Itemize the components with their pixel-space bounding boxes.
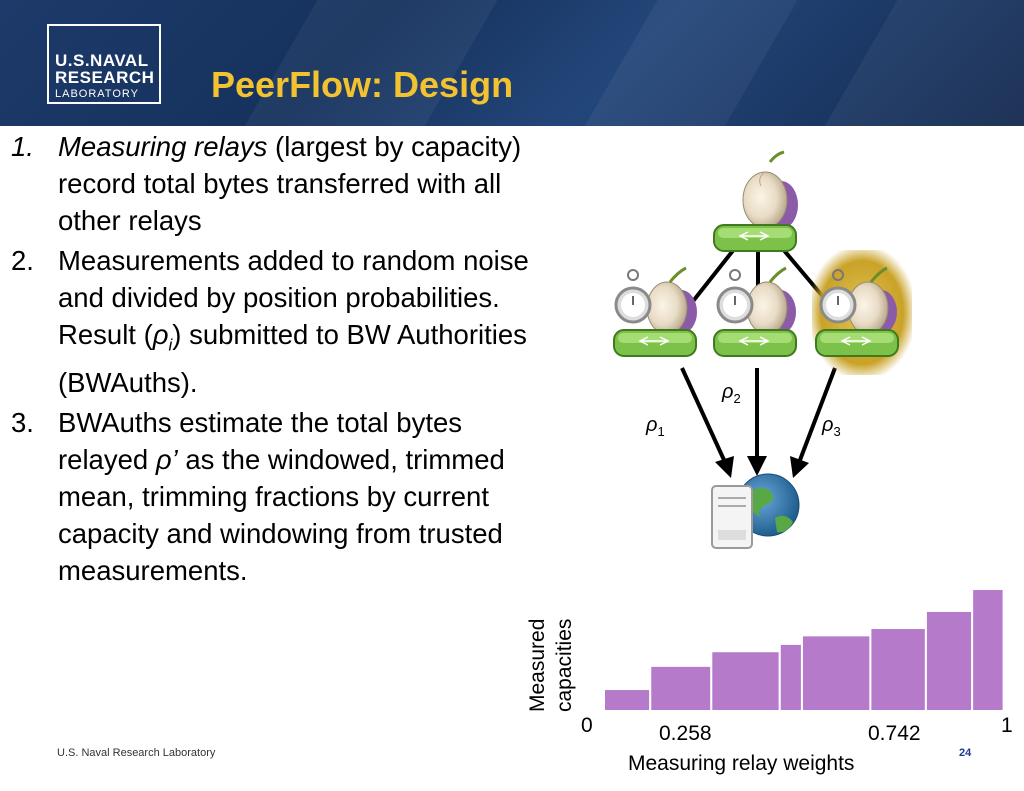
step-text: BWAuths estimate the total bytes relayed <box>58 406 463 475</box>
step-2: 2. Measurements added to random noise and… <box>0 242 545 401</box>
step-text: (largest by capacity) record total bytes… <box>58 131 522 236</box>
link-line <box>688 246 737 307</box>
step-1: 1. Measuring relays (largest by capacity)… <box>0 128 545 239</box>
chart-bar <box>778 642 803 713</box>
stopwatch-icon <box>819 269 857 324</box>
chart-bar <box>924 609 974 713</box>
chart-bar <box>971 588 1005 712</box>
step-text: Measurements added to random noise and d… <box>58 245 529 350</box>
chart-bar <box>649 664 713 712</box>
arrow-rho3 <box>790 367 837 478</box>
step-text: ) submitted to BW Authorities (BWAuths). <box>58 319 527 398</box>
chart-bar <box>603 688 652 712</box>
step-number: 3. <box>11 406 34 438</box>
step-text: as the windowed, trimmed mean, trimming … <box>58 443 505 586</box>
step-emphasis: Measuring relays <box>58 131 268 162</box>
onion-router-icon <box>713 266 797 357</box>
rho-symbol: ρ <box>152 319 169 350</box>
chart-xlabel: Measuring relay weights <box>628 752 855 775</box>
nrl-logo: U.S.NAVAL RESEARCH LABORATORY <box>47 24 161 104</box>
header-banner: U.S.NAVAL RESEARCH LABORATORY PeerFlow: … <box>0 0 1024 126</box>
chart-bar <box>869 627 927 712</box>
step-3: 3. BWAuths estimate the total bytes relay… <box>0 404 545 589</box>
slide-title: PeerFlow: Design <box>211 64 514 105</box>
step-number: 2. <box>11 245 34 276</box>
x-tick-label: 0 <box>581 714 593 737</box>
arrow-rho1 <box>680 367 734 478</box>
server-globe-icon <box>711 473 800 549</box>
onion-router-icon <box>613 266 697 357</box>
chart-ylabel: Measured capacities <box>526 618 576 712</box>
arrow-rho2 <box>747 368 767 476</box>
x-tick-label: 0.742 <box>868 722 921 745</box>
stopwatch-icon <box>716 269 754 324</box>
design-steps: 1. Measuring relays (largest by capacity)… <box>0 128 545 592</box>
stopwatch-icon <box>614 269 652 324</box>
rho3-label: ρ3 <box>822 414 841 439</box>
x-tick-label: 1 <box>1001 714 1013 737</box>
page-number: 24 <box>959 747 972 759</box>
x-tick-label: 0.258 <box>659 722 712 745</box>
step-number: 1. <box>11 131 34 162</box>
chart-bar <box>710 650 781 712</box>
onion-router-icon <box>713 150 798 252</box>
rho-prime-symbol: ρ’ <box>155 443 178 475</box>
footer-organization: U.S. Naval Research Laboratory <box>57 747 216 759</box>
rho1-label: ρ1 <box>646 414 665 439</box>
onion-router-icon <box>815 266 899 357</box>
chart-bar <box>800 634 872 712</box>
rho-subscript: i <box>168 335 173 355</box>
rho2-label: ρ2 <box>722 381 741 406</box>
